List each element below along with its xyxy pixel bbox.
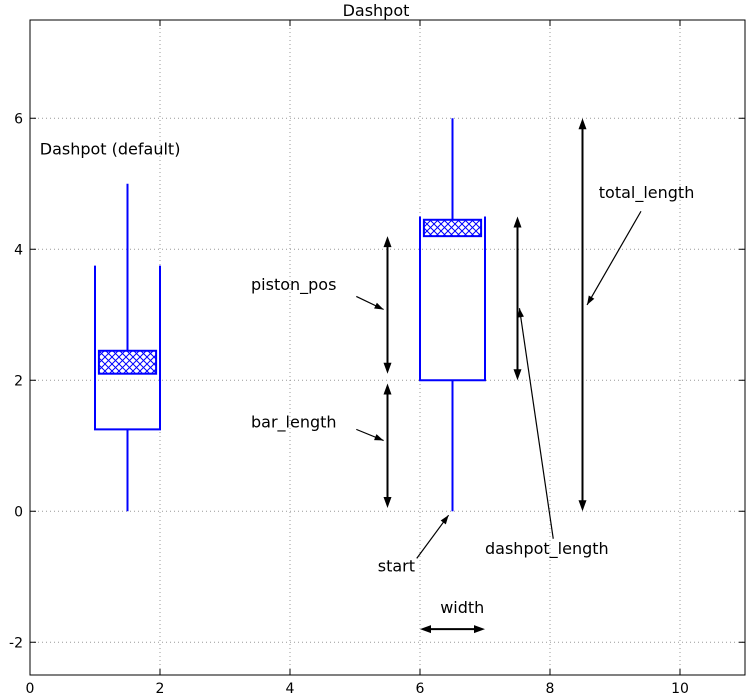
arrow-head [374,434,384,441]
annotation-piston_pos: piston_pos [251,275,384,311]
plot-title: Dashpot [343,1,410,20]
x-tick-label: 10 [671,681,689,697]
y-tick-label: 6 [14,111,23,127]
dimension-arrow-dashpot_length [513,216,522,381]
dimension-arrow-width [420,625,485,634]
dashpot-line [94,265,161,431]
piston-rect [97,349,158,375]
arrow-head [578,118,587,130]
arrow-head [383,236,392,248]
annotation-width: width [440,598,484,617]
annotation-arrow-line [518,308,554,539]
arrow-head [440,515,449,525]
dimension-arrow-piston_pos [383,236,392,374]
y-tick-label: 4 [14,242,23,258]
dimension-arrow-bar_length [383,383,392,508]
annotation-arrow-line [586,210,642,306]
annotation-label: piston_pos [251,275,336,295]
arrow-head [513,216,522,228]
dashpot-default [94,183,161,512]
arrow-head [513,369,522,381]
annotation-label: total_length [599,183,695,203]
axes-frame [29,19,746,676]
annotation-label: dashpot_length [485,539,609,559]
annotation-label: bar_length [251,412,337,432]
annotation-label: width [440,598,484,617]
annotation-bar_length: bar_length [251,412,384,442]
annotation-label: start [378,557,415,576]
arrow-head [383,383,392,395]
arrow-head [374,302,384,310]
arrow-head [587,295,595,305]
x-tick-label: 2 [156,681,165,697]
dashpot-line [419,216,486,382]
y-tick-label: -2 [9,635,23,651]
y-tick-label: 2 [14,373,23,389]
caption-default: Dashpot (default) [40,139,181,158]
arrow-head [383,496,392,508]
arrow-head [474,625,485,634]
arrow-head [578,500,587,512]
arrow-head [420,625,431,634]
annotation-dashpot_length: dashpot_length [485,308,609,559]
dashpot-annotated [419,118,486,512]
annotation-start: start [378,514,450,576]
x-tick-label: 0 [26,681,35,697]
annotation-total_length: total_length [586,183,695,306]
dimension-arrow-total_length [578,118,587,512]
x-tick-label: 6 [416,681,425,697]
ticks: 0 2 4 6 8 10 -2 0 2 4 6 [9,20,745,697]
x-tick-label: 8 [546,681,555,697]
y-tick-label: 0 [14,504,23,520]
piston-rect [422,218,483,238]
arrow-head [383,362,392,374]
arrow-head [517,308,524,318]
x-tick-label: 4 [286,681,295,697]
